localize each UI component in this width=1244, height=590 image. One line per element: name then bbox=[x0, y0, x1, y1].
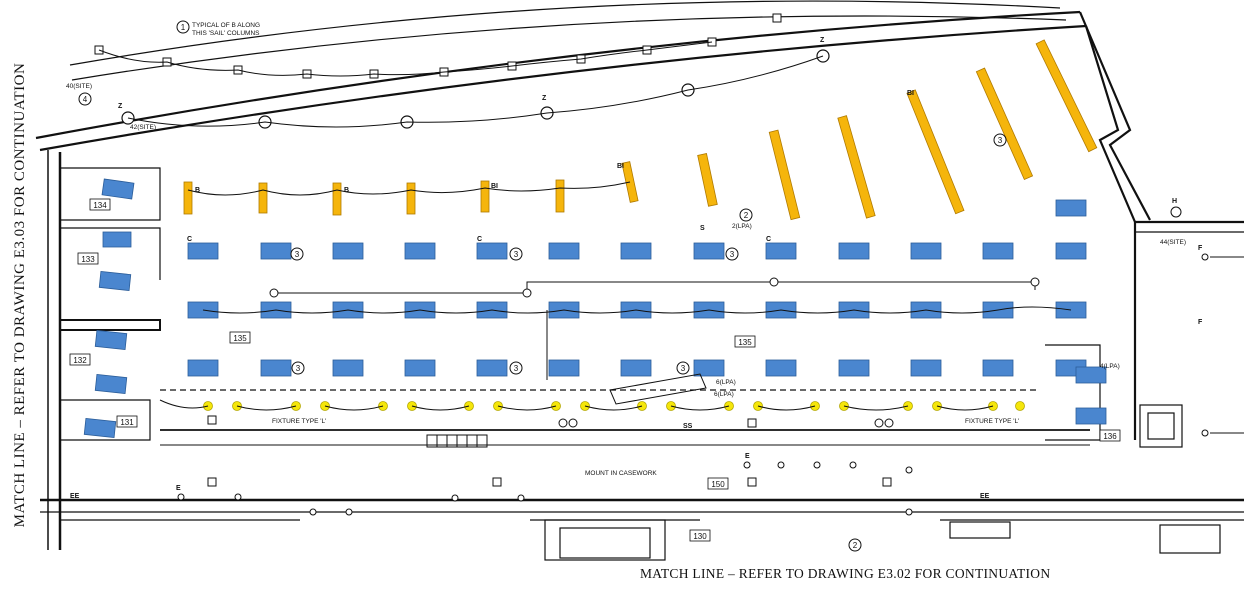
circuit-6-lpa-a: 6(LPA) bbox=[716, 379, 736, 386]
room-132: 132 bbox=[73, 356, 87, 365]
room-130: 130 bbox=[693, 532, 707, 541]
tag-e1: E bbox=[176, 485, 181, 492]
tag-ee1: EE bbox=[70, 493, 80, 500]
c-fixtures bbox=[83, 178, 1107, 438]
keynote-3g: 3 bbox=[681, 364, 686, 373]
room-135b: 135 bbox=[738, 338, 752, 347]
tag-ss: SS bbox=[683, 423, 693, 430]
circuit-40-site: 40(SITE) bbox=[66, 83, 92, 90]
keynote-2b: 2 bbox=[853, 541, 858, 550]
note-typical-line2: THIS 'SAIL' COLUMNS bbox=[192, 30, 260, 37]
tag-ee2: EE bbox=[980, 493, 990, 500]
right-wall bbox=[1078, 11, 1151, 221]
match-line-left: MATCH LINE – REFER TO DRAWING E3.03 FOR … bbox=[12, 62, 28, 528]
circuit-4-lpa: 4(LPA) bbox=[1100, 363, 1120, 370]
circuit-2-lpa: 2(LPA) bbox=[732, 223, 752, 230]
tag-s: S bbox=[700, 225, 705, 232]
tag-bi2: BI bbox=[617, 163, 624, 170]
match-line-bottom: MATCH LINE – REFER TO DRAWING E3.02 FOR … bbox=[640, 566, 1051, 581]
tag-b2: B bbox=[344, 187, 349, 194]
room-135a: 135 bbox=[233, 334, 247, 343]
room-131: 131 bbox=[120, 418, 134, 427]
note-fixture-l-right: FIXTURE TYPE 'L' bbox=[965, 418, 1019, 425]
tag-z1: Z bbox=[118, 103, 123, 110]
keynote-1: 1 bbox=[181, 23, 186, 32]
keynote-3f: 3 bbox=[514, 364, 519, 373]
e-fixtures bbox=[177, 461, 913, 516]
circuit-6-lpa-b: 6(LPA) bbox=[714, 391, 734, 398]
keynote-3b: 3 bbox=[514, 250, 519, 259]
tag-c2: C bbox=[477, 236, 482, 243]
note-fixture-l-left: FIXTURE TYPE 'L' bbox=[272, 418, 326, 425]
tag-h: H bbox=[1172, 198, 1177, 205]
circuit-44-site: 44(SITE) bbox=[1160, 239, 1186, 246]
tag-bi1: BI bbox=[491, 183, 498, 190]
room-134: 134 bbox=[93, 201, 107, 210]
keynote-2: 2 bbox=[744, 211, 749, 220]
tag-z3: Z bbox=[820, 37, 825, 44]
room-133: 133 bbox=[81, 255, 95, 264]
circuit-42-site: 42(SITE) bbox=[130, 124, 156, 131]
tag-c1: C bbox=[187, 236, 192, 243]
note-typical-line1: TYPICAL OF B ALONG bbox=[192, 22, 260, 29]
note-mount-casework: MOUNT IN CASEWORK bbox=[585, 470, 657, 477]
tag-b1: B bbox=[195, 187, 200, 194]
tag-bi3: BI bbox=[907, 90, 914, 97]
curved-wall-outer bbox=[35, 10, 1081, 140]
tag-z2: Z bbox=[542, 95, 547, 102]
tag-f2: F bbox=[1198, 245, 1203, 252]
room-136: 136 bbox=[1103, 432, 1117, 441]
z-fixtures bbox=[121, 49, 830, 129]
keynote-4: 4 bbox=[83, 95, 88, 104]
curved-wall-inner bbox=[39, 24, 1087, 152]
room-150: 150 bbox=[711, 480, 725, 489]
keynote-3d: 3 bbox=[998, 136, 1003, 145]
tag-c3: C bbox=[766, 236, 771, 243]
keynote-3a: 3 bbox=[295, 250, 300, 259]
keynote-3c: 3 bbox=[730, 250, 735, 259]
b-fixtures bbox=[183, 39, 1098, 221]
keynote-3e: 3 bbox=[296, 364, 301, 373]
keynote-bubbles bbox=[78, 20, 1007, 552]
tag-f1: F bbox=[1198, 319, 1203, 326]
tag-e2: E bbox=[745, 453, 750, 460]
